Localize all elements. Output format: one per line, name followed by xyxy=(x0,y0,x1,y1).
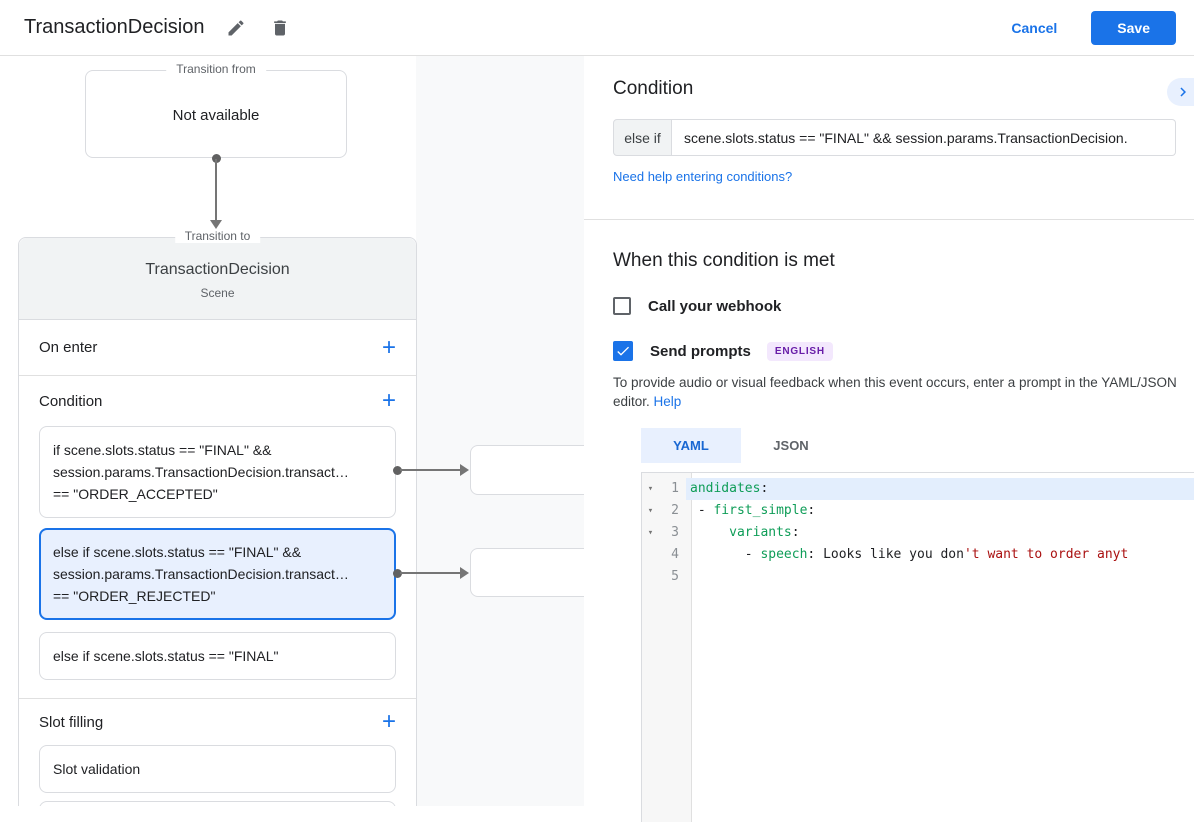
chevron-right-icon xyxy=(1180,87,1186,97)
section-title: When this condition is met xyxy=(613,250,835,271)
condition-help-link[interactable]: Need help entering conditions? xyxy=(613,169,793,184)
transition-from-legend: Transition from xyxy=(166,62,266,76)
connector-line xyxy=(400,469,461,471)
line-number: 3 xyxy=(671,525,679,540)
prompt-description: To provide audio or visual feedback when… xyxy=(613,373,1183,411)
condition-section: Condition + if scene.slots.status == "FI… xyxy=(19,376,416,699)
transition-from-node: Transition from Not available xyxy=(85,62,347,158)
condition-card-line: == "ORDER_ACCEPTED" xyxy=(53,486,218,502)
scene-diagram-canvas: Transition from Not available Transition… xyxy=(0,56,584,806)
code-text xyxy=(686,566,1194,588)
prompt-description-text: To provide audio or visual feedback when… xyxy=(613,375,1177,409)
tab-json[interactable]: JSON xyxy=(773,438,809,453)
add-on-enter-button[interactable]: + xyxy=(381,333,396,361)
transition-from-text: Not available xyxy=(172,107,260,124)
code-line[interactable]: ▾ 2 - first_simple: xyxy=(642,500,1194,522)
transition-target-box[interactable] xyxy=(470,548,584,597)
code-line[interactable]: ▾ 3 variants: xyxy=(642,522,1194,544)
condition-card-line: else if scene.slots.status == "FINAL" xyxy=(53,648,279,664)
slot-validation-card[interactable]: Slot validation xyxy=(39,745,396,793)
condition-card-list: if scene.slots.status == "FINAL" && sessi… xyxy=(19,426,416,680)
scene-type-label: Scene xyxy=(200,286,235,300)
arrow-down-icon xyxy=(210,220,222,229)
top-bar: TransactionDecision Cancel Save xyxy=(0,0,1194,56)
send-prompts-checkbox[interactable] xyxy=(613,341,633,361)
scene-card: Transition to TransactionDecision Scene … xyxy=(18,229,417,806)
pencil-icon xyxy=(228,19,244,35)
language-badge: ENGLISH xyxy=(766,341,833,361)
connector-dot xyxy=(392,568,402,578)
code-line[interactable]: ▾ 1 andidates: xyxy=(642,478,1194,500)
on-enter-label: On enter xyxy=(39,339,98,356)
condition-card-line: else if scene.slots.status == "FINAL" && xyxy=(53,544,302,560)
editor-tabs: YAML JSON xyxy=(641,428,1194,463)
condition-prefix-label: else if xyxy=(613,119,672,156)
yaml-editor[interactable]: ▾ 1 andidates: ▾ 2 - first_simple: ▾ 3 variant… xyxy=(641,472,1194,822)
edit-button[interactable] xyxy=(226,17,248,39)
code-lines: ▾ 1 andidates: ▾ 2 - first_simple: ▾ 3 variant… xyxy=(642,473,1194,588)
code-line[interactable]: 5 xyxy=(642,566,1194,588)
fold-arrow-icon[interactable]: ▾ xyxy=(647,506,654,516)
save-button[interactable]: Save xyxy=(1091,10,1176,45)
send-prompts-row: Send prompts ENGLISH xyxy=(613,341,1194,361)
add-slot-button[interactable]: + xyxy=(381,708,396,735)
code-line[interactable]: 4 - speech: Looks like you don't want to… xyxy=(642,544,1194,566)
slot-filling-section: Slot filling + Slot validation xyxy=(19,699,416,806)
scene-card-header[interactable]: TransactionDecision Scene xyxy=(19,238,416,320)
condition-card-line: session.params.TransactionDecision.trans… xyxy=(53,566,349,582)
panel-divider xyxy=(584,219,1194,220)
panel-title: Condition xyxy=(613,78,694,99)
code-text: andidates: xyxy=(686,478,1194,500)
line-number: 1 xyxy=(671,481,679,496)
help-link[interactable]: Help xyxy=(653,394,682,409)
connector-dot xyxy=(211,153,221,163)
condition-card[interactable]: if scene.slots.status == "FINAL" && sessi… xyxy=(39,426,396,518)
connector-dot xyxy=(392,465,402,475)
send-prompts-label: Send prompts xyxy=(650,342,751,360)
editor-gutter xyxy=(642,473,692,822)
collapse-panel-button[interactable] xyxy=(1167,78,1194,106)
line-number: 5 xyxy=(671,569,679,584)
call-webhook-label: Call your webhook xyxy=(648,297,782,315)
transition-target-box[interactable] xyxy=(470,445,584,495)
add-condition-button[interactable]: + xyxy=(381,387,396,414)
condition-card-line: == "ORDER_REJECTED" xyxy=(53,588,216,604)
code-text: - speech: Looks like you don't want to o… xyxy=(690,547,1129,562)
slot-card-partial[interactable] xyxy=(39,801,396,806)
fold-arrow-icon[interactable]: ▾ xyxy=(647,484,654,494)
connector-line xyxy=(400,572,461,574)
canvas-transition-area xyxy=(416,56,584,806)
fold-arrow-placeholder xyxy=(642,566,659,588)
call-webhook-checkbox[interactable] xyxy=(613,297,631,315)
trash-icon xyxy=(274,20,287,35)
condition-section-label: Condition xyxy=(39,392,103,410)
on-enter-section: On enter + xyxy=(19,320,416,376)
webhook-row: Call your webhook xyxy=(613,297,1194,315)
condition-input-row: else if xyxy=(613,119,1176,156)
fold-arrow-placeholder xyxy=(642,544,659,566)
line-number: 4 xyxy=(671,547,679,562)
scene-name: TransactionDecision xyxy=(145,261,290,278)
condition-card-line: session.params.TransactionDecision.trans… xyxy=(53,464,349,480)
arrow-right-icon xyxy=(460,567,469,579)
slot-filling-label: Slot filling xyxy=(39,713,104,731)
tab-yaml[interactable]: YAML xyxy=(641,428,741,463)
connector-line xyxy=(215,159,217,220)
condition-card[interactable]: else if scene.slots.status == "FINAL" xyxy=(39,632,396,680)
cancel-button[interactable]: Cancel xyxy=(1011,19,1058,36)
check-icon xyxy=(617,346,629,356)
condition-card-line: if scene.slots.status == "FINAL" && xyxy=(53,442,272,458)
arrow-right-icon xyxy=(460,464,469,476)
condition-detail-panel: Condition else if Need help entering con… xyxy=(584,56,1194,822)
code-text: variants: xyxy=(729,525,800,540)
code-text: - first_simple: xyxy=(690,503,816,518)
condition-card[interactable]: else if scene.slots.status == "FINAL" &&… xyxy=(39,528,396,620)
fold-arrow-icon[interactable]: ▾ xyxy=(647,528,654,538)
transition-to-legend: Transition to xyxy=(174,229,261,243)
line-number: 2 xyxy=(671,503,679,518)
condition-expression-input[interactable] xyxy=(672,119,1176,156)
page-title: TransactionDecision xyxy=(24,16,205,38)
delete-button[interactable] xyxy=(270,17,292,39)
